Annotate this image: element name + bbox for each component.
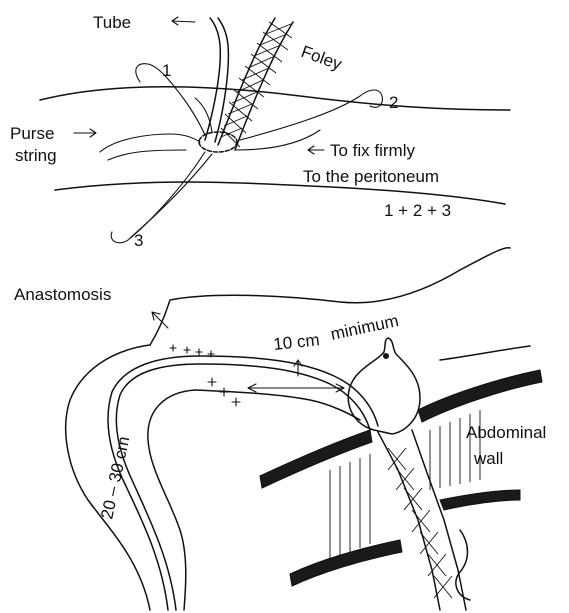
length-label: 20 – 30 cm [97, 435, 133, 521]
balloon-tip-dot [383, 353, 389, 359]
tube [205, 18, 220, 140]
suture-label-2: 2 [389, 93, 398, 112]
catheter-shaft [378, 430, 466, 610]
wall-label: wall [473, 449, 503, 468]
bottom-panel: Anastomosis 10 cm minimum 20 – 30 cm Abd… [14, 248, 546, 610]
fix-firmly-label: To fix firmly [330, 141, 416, 160]
string-label: string [15, 146, 57, 165]
ten-cm-label: 10 cm [272, 330, 320, 354]
peritoneum-line-upper [40, 87, 510, 110]
abdominal-wall [260, 346, 542, 600]
intestine-inner-upper [195, 390, 360, 420]
suture-label-3: 3 [134, 231, 143, 250]
suture-3 [111, 152, 205, 243]
anastomosis-stitches [170, 345, 214, 357]
suture-label-1: 1 [162, 61, 171, 80]
fix-arrow [308, 146, 324, 154]
peritoneum-label: To the peritoneum [303, 167, 439, 186]
sum-label: 1 + 2 + 3 [384, 201, 451, 220]
purse-string-arrow [74, 129, 96, 137]
purse-label: Purse [10, 124, 54, 143]
abdominal-label: Abdominal [466, 423, 546, 442]
anastomosis-label: Anastomosis [14, 285, 111, 304]
purse-loop-left [100, 134, 200, 152]
top-panel: Tube Foley 1 2 3 Purse string To fix fir… [10, 13, 510, 250]
intestine-inner-wall [148, 390, 195, 610]
tube-label: Tube [93, 13, 131, 32]
bowel-tube-outer [116, 364, 370, 610]
tube-arrow [172, 17, 195, 25]
bowel-tube-inner [108, 356, 378, 610]
suture-3-strand [130, 154, 212, 238]
purse-loop-left-2 [108, 150, 186, 160]
foley-catheter [218, 18, 293, 150]
measure-horizontal-arrow [248, 384, 344, 392]
suture-2-strand [236, 130, 320, 150]
foley-label: Foley [299, 42, 345, 74]
